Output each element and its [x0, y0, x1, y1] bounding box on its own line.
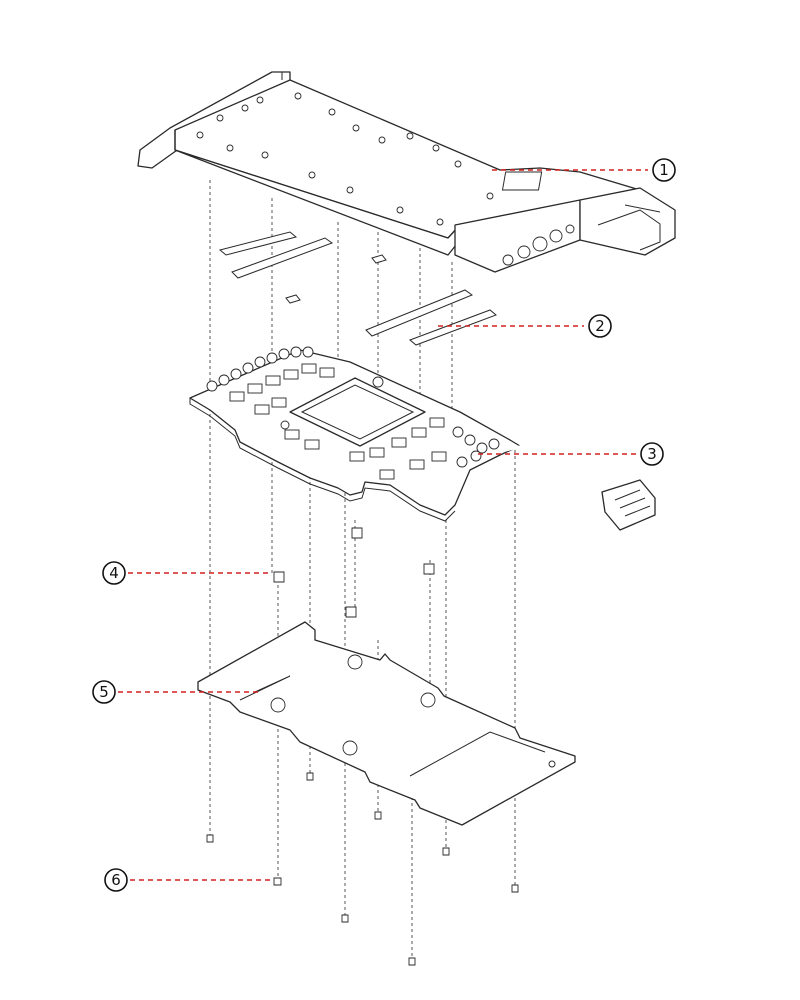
standoffs	[273, 527, 435, 618]
callout-2-circle	[588, 314, 612, 338]
callout-5-label: 5	[99, 683, 109, 701]
screw	[273, 877, 282, 886]
screw	[206, 834, 214, 843]
callout-4-circle	[102, 561, 126, 585]
callout-3: 3	[478, 442, 664, 466]
screw	[306, 772, 314, 781]
screw	[341, 914, 349, 923]
callout-2-label: 2	[595, 317, 605, 335]
rear-plate	[197, 621, 576, 826]
callout-4: 4	[102, 561, 272, 585]
rear-plate-holes	[270, 654, 556, 768]
thermal-pads	[218, 231, 497, 346]
callout-3-circle	[640, 442, 664, 466]
assembly-guide-lines	[209, 180, 516, 958]
callout-6-circle	[104, 868, 128, 892]
cover-screw-holes	[196, 92, 494, 226]
callout-5-circle	[92, 680, 116, 704]
callout-2: 2	[438, 314, 612, 338]
callout-1-circle	[652, 158, 676, 182]
callout-3-label: 3	[647, 445, 657, 463]
callout-5: 5	[92, 680, 262, 704]
callout-1-label: 1	[659, 161, 669, 179]
circuit-board	[189, 346, 656, 531]
callouts: 1 2 3 4 5 6	[92, 158, 676, 892]
callout-6-label: 6	[111, 871, 121, 889]
board-components	[206, 346, 500, 480]
screws	[206, 772, 519, 966]
callout-6: 6	[104, 868, 274, 892]
screw	[374, 811, 382, 820]
screw	[442, 847, 450, 856]
callout-4-label: 4	[109, 564, 119, 582]
callout-1: 1	[492, 158, 676, 182]
screw	[408, 957, 416, 966]
screw	[511, 884, 519, 893]
backplate-cover	[137, 71, 676, 273]
